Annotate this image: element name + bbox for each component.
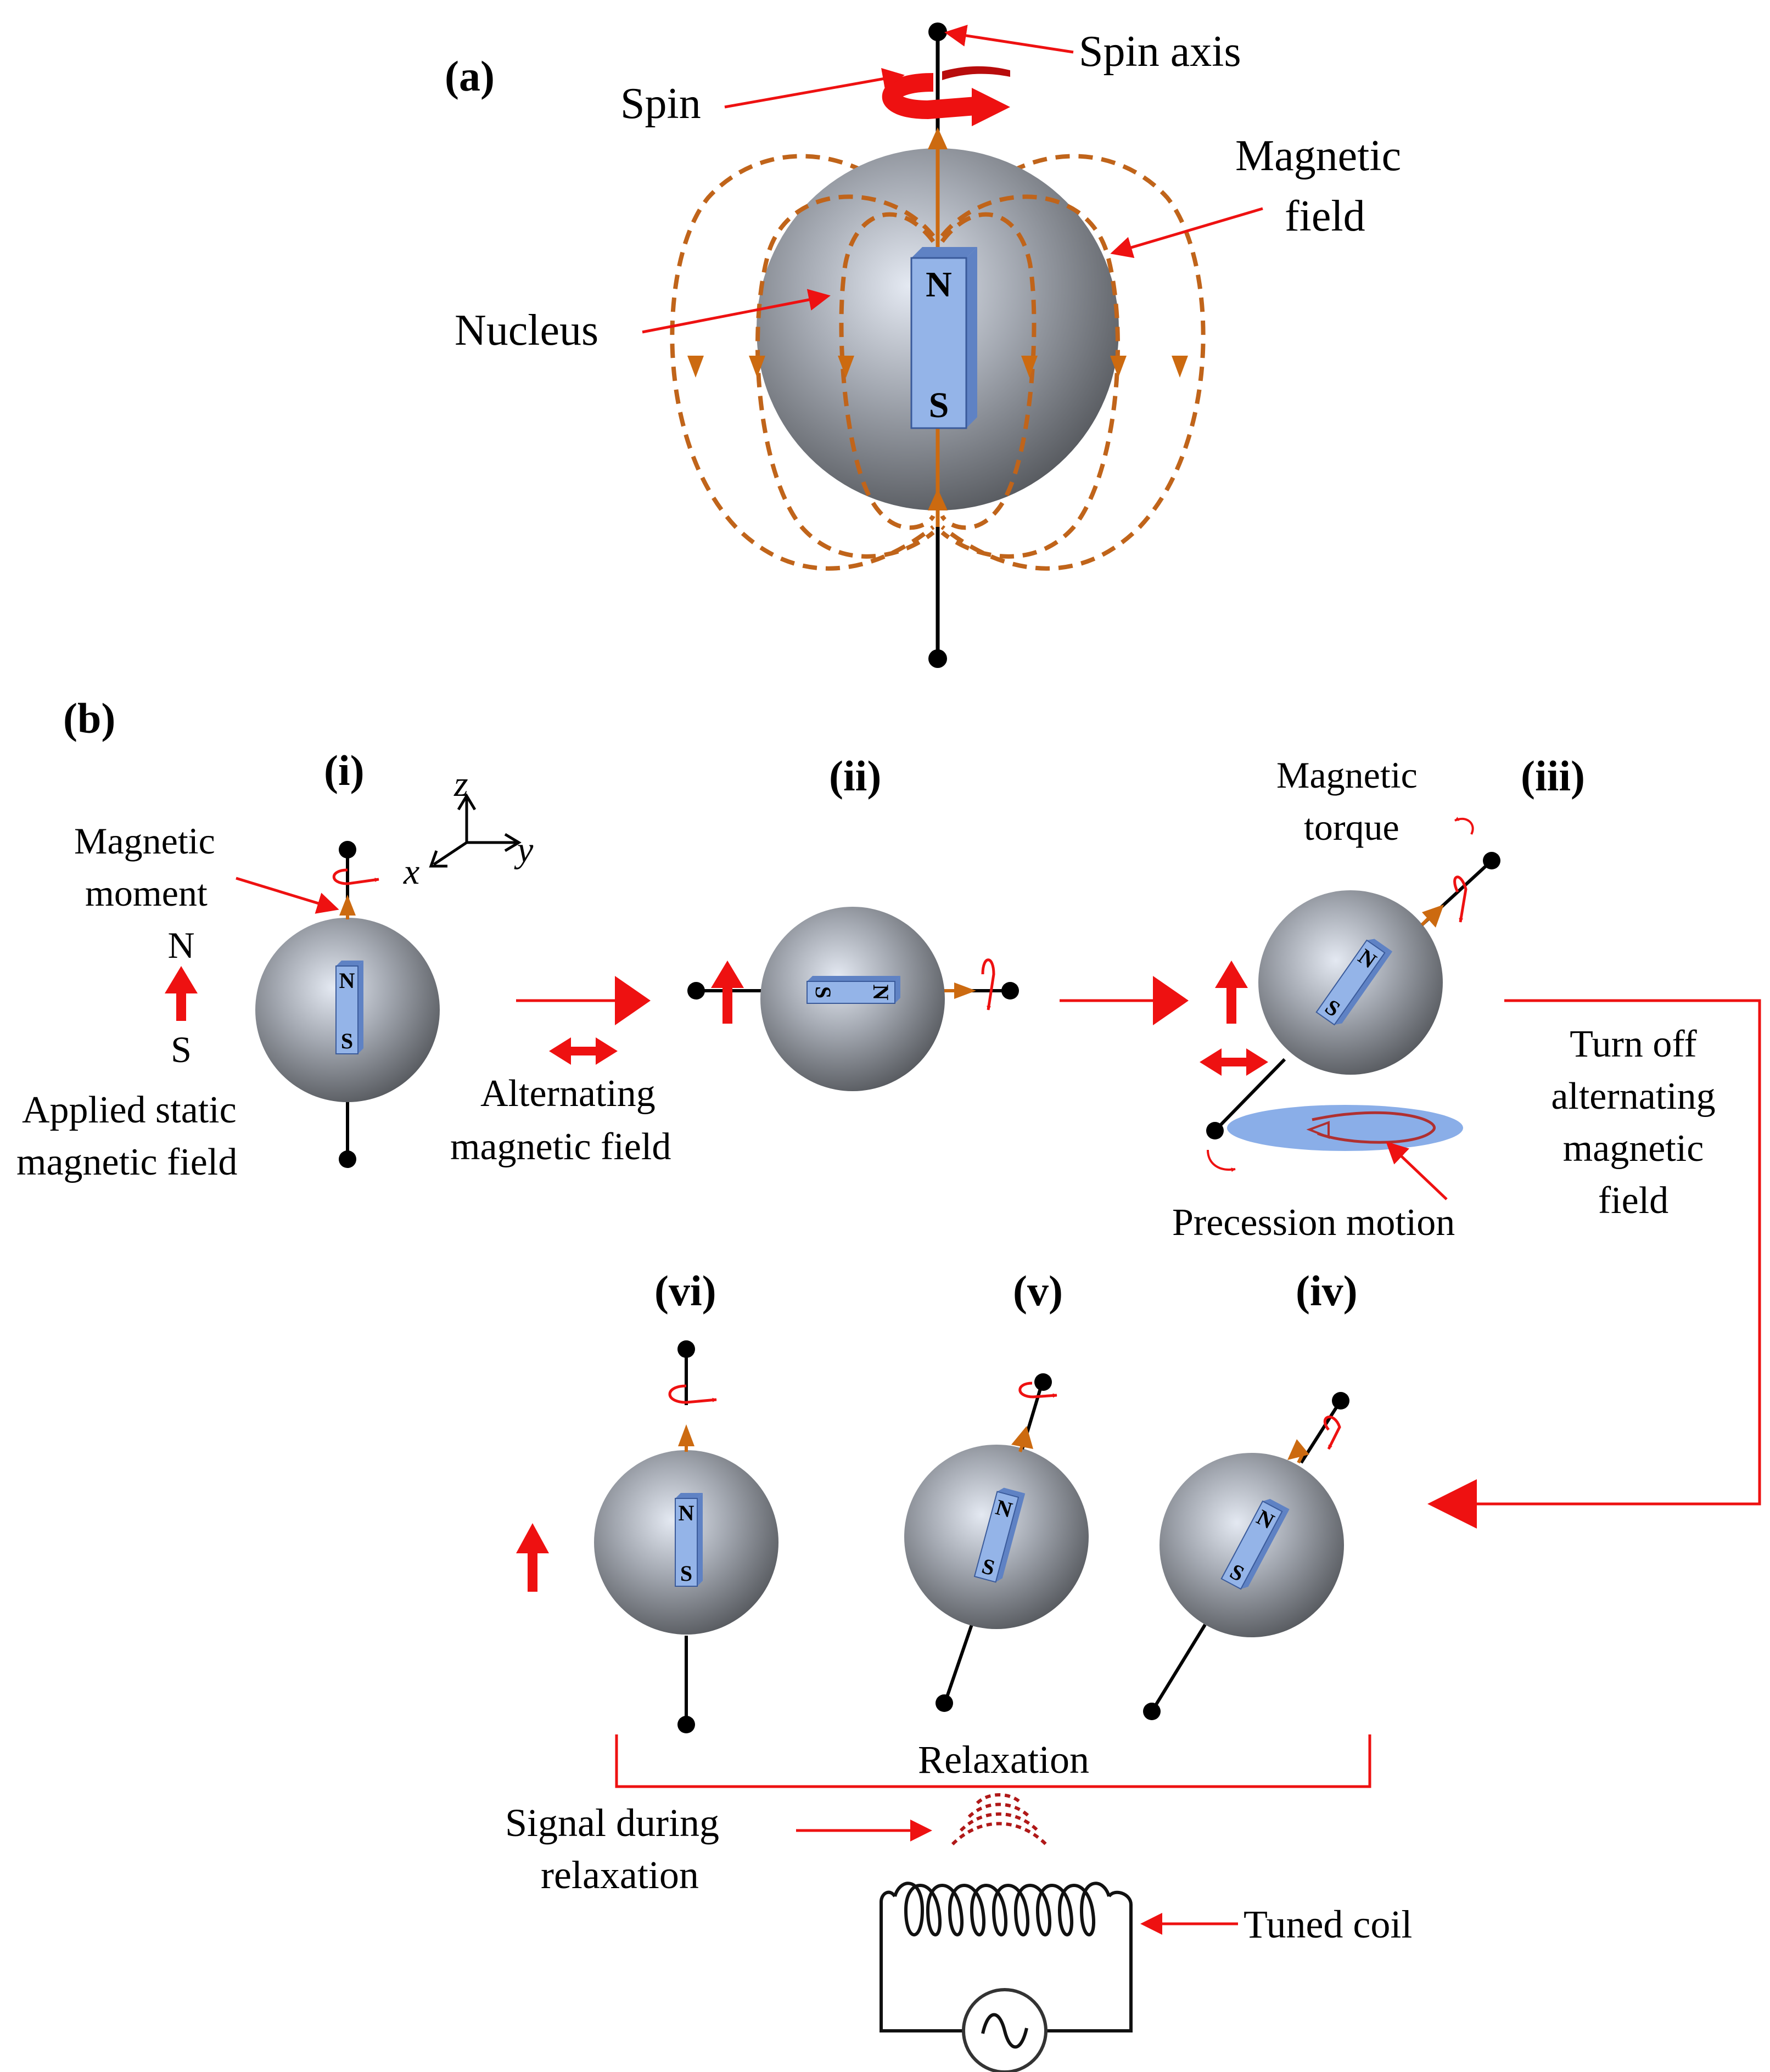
turn-off-label-line3: magnetic: [1563, 1127, 1704, 1170]
turn-off-label-line4: field: [1598, 1180, 1668, 1222]
field-direction-arrowheads: [687, 356, 1188, 378]
magnetic-field-label-line1: Magnetic: [1235, 132, 1401, 180]
spin-pointer: [724, 68, 905, 109]
applied-field-label-line1: Applied static: [22, 1089, 237, 1131]
magnetic-moment-label-line1: Magnetic: [74, 820, 215, 862]
stage-vi-moment-arrowhead: [678, 1424, 694, 1446]
stage-ii-magnet: S N: [806, 976, 900, 1004]
stage-v-magnet: N S: [973, 1487, 1026, 1583]
spin-axis-arrowhead-bottom: [928, 488, 948, 510]
coordinate-axes: z x y: [403, 764, 534, 892]
magnetic-moment-pointer: [236, 877, 339, 914]
spin-axis-arrowhead-top: [928, 127, 948, 149]
magnetic-torque-label-line1: Magnetic: [1276, 754, 1418, 796]
applied-field-label-line2: magnetic field: [16, 1141, 237, 1183]
stage-i-magnet: N S: [335, 961, 363, 1054]
arrow-i-to-ii: [615, 976, 651, 1025]
precession-disc: [1227, 1105, 1463, 1151]
spin-curl-icon: [882, 66, 1010, 126]
precession-pointer: [1386, 1141, 1448, 1200]
magnetic-field-pointer: [1110, 207, 1263, 259]
stage-vi-magnet: N S: [675, 1493, 703, 1587]
stage-iii-label: (iii): [1521, 752, 1585, 800]
static-field-n: N: [167, 924, 194, 966]
stage-vi: (vi) N S: [516, 1267, 778, 1733]
stage-ii: (ii) S N: [687, 752, 1019, 1091]
alternating-field-label-line1: Alternating: [480, 1073, 656, 1115]
stage-vi-field-arrow: [516, 1523, 549, 1553]
svg-text:y: y: [514, 830, 534, 870]
panel-a-label: (a): [445, 52, 495, 100]
svg-text:N: N: [339, 968, 355, 993]
signal-label-line2: relaxation: [541, 1853, 699, 1897]
svg-text:z: z: [453, 764, 468, 804]
turn-off-label-line1: Turn off: [1570, 1023, 1697, 1065]
relaxation-bracket: [615, 1734, 1371, 1788]
arrow-iii-to-iv: [1427, 1479, 1477, 1529]
svg-text:N: N: [869, 985, 893, 1001]
nucleus-label: Nucleus: [455, 306, 598, 355]
stage-v-label: (v): [1013, 1267, 1063, 1315]
stage-ii-label: (ii): [829, 752, 881, 800]
magnet-pole-n: N: [926, 265, 952, 305]
nucleus-pointer: [642, 289, 831, 334]
magnetic-field-lines-outer: [670, 154, 1206, 571]
magnetic-moment-label-line2: moment: [85, 872, 208, 914]
stage-iii-field-arrow: [1215, 961, 1248, 988]
tuned-coil-icon: [880, 1882, 1133, 2072]
relaxation-label: Relaxation: [918, 1738, 1089, 1782]
turn-off-label-line2: alternating: [1551, 1075, 1715, 1118]
arrow-ii-to-iii: [1153, 976, 1189, 1025]
spin-axis-pointer: [944, 25, 1074, 54]
torque-arrow-top: [1454, 817, 1474, 835]
signal-label-line1: Signal during: [505, 1801, 719, 1845]
bar-magnet: N S: [910, 247, 977, 429]
stage-v-moment-arrowhead: [1011, 1426, 1033, 1449]
stage-i-label: (i): [324, 746, 365, 794]
stage-v: (v) N S: [904, 1267, 1089, 1712]
spin-axis-bottom-dot: [928, 649, 947, 668]
stage-i-moment-arrowhead: [339, 895, 356, 916]
tuned-coil-label: Tuned coil: [1244, 1902, 1412, 1946]
stage-vi-label: (vi): [654, 1267, 716, 1315]
stage-iv: (iv) N S: [1143, 1267, 1358, 1720]
panel-b-label: (b): [63, 694, 115, 742]
magnet-pole-s: S: [929, 385, 949, 425]
stage-iii-moment-arrowhead: [1422, 905, 1444, 928]
stage-i: (i) N S Magnetic moment N S A: [16, 746, 534, 1183]
magnetic-field-label-line2: field: [1285, 192, 1365, 240]
static-field-s: S: [171, 1029, 192, 1070]
alternating-field-label-line2: magnetic field: [450, 1126, 671, 1168]
precession-label: Precession motion: [1172, 1201, 1455, 1244]
stage-ii-moment-arrowhead: [954, 982, 976, 999]
stage-ii-field-arrow: [711, 961, 744, 988]
svg-text:S: S: [811, 986, 836, 998]
stage-iii-alternating-symbol: [1200, 1048, 1268, 1076]
spin-axis-label: Spin axis: [1079, 27, 1241, 76]
static-field-arrow: [165, 966, 198, 993]
spin-label: Spin: [620, 80, 701, 128]
magnetic-field-lines-inner: [755, 194, 1120, 559]
turn-off-path: [1471, 999, 1761, 1506]
alternating-field-symbol: [549, 1037, 618, 1065]
panel-b: (b) (i) N S Magnetic moment N: [16, 694, 1761, 2072]
stage-iii: (iii) Magnetic torque N S: [1172, 752, 1585, 1244]
spin-axis-top-dot: [928, 23, 947, 41]
stage-iv-label: (iv): [1296, 1267, 1358, 1315]
signal-waves-icon: [951, 1793, 1048, 1846]
svg-text:S: S: [680, 1561, 692, 1586]
svg-text:N: N: [679, 1501, 694, 1525]
precession-ring: [1312, 1111, 1436, 1144]
svg-text:S: S: [341, 1029, 353, 1053]
svg-text:x: x: [403, 852, 419, 892]
torque-arrow-bottom: [1207, 1149, 1236, 1172]
magnetic-torque-label-line2: torque: [1304, 806, 1399, 848]
panel-a: N S (a) Spin axis Spin Magnetic field Nu…: [445, 23, 1401, 668]
